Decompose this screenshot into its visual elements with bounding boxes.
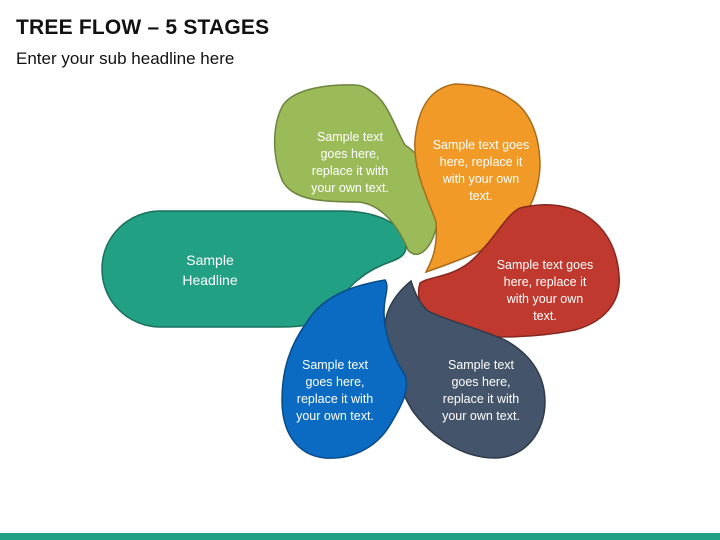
stage-5-shape xyxy=(281,279,408,459)
page-title: TREE FLOW – 5 STAGES xyxy=(16,16,270,39)
page-subtitle: Enter your sub headline here xyxy=(16,49,235,68)
stage-1-shape xyxy=(273,84,439,256)
bottom-accent-bar xyxy=(0,533,720,540)
stage-3-shape xyxy=(417,203,620,338)
